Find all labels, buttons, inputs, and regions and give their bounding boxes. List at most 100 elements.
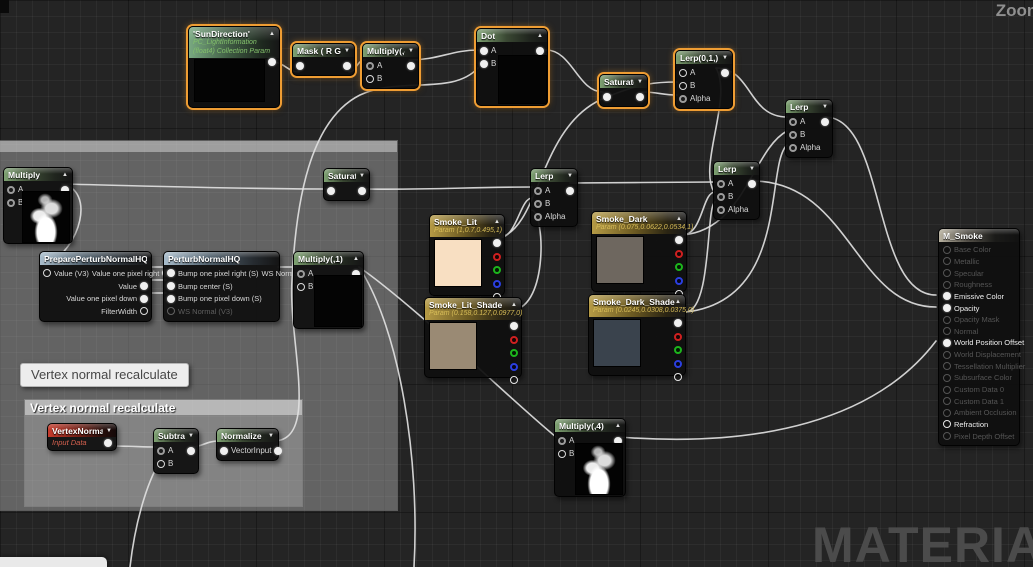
node-title-bar[interactable]: PerturbNormalHQ xyxy=(164,252,279,265)
pin[interactable] xyxy=(943,280,951,289)
pin[interactable] xyxy=(603,92,611,101)
pin[interactable] xyxy=(167,294,175,303)
pin[interactable] xyxy=(674,319,682,327)
comment-inner-header[interactable]: Vertex normal recalculate xyxy=(25,400,302,415)
pin[interactable] xyxy=(7,198,15,207)
pin[interactable] xyxy=(943,350,951,359)
pin[interactable] xyxy=(296,61,304,70)
node-title-bar[interactable]: Normalize▼ xyxy=(217,429,278,442)
pin[interactable] xyxy=(943,245,951,254)
pin[interactable] xyxy=(480,46,488,55)
collapse-arrow-icon[interactable]: ▲ xyxy=(269,31,275,37)
pin[interactable] xyxy=(943,257,951,266)
pin[interactable] xyxy=(558,449,566,458)
pin[interactable] xyxy=(943,432,951,441)
pin[interactable] xyxy=(943,292,951,301)
pin[interactable] xyxy=(748,179,756,188)
pin[interactable] xyxy=(717,205,725,214)
pin[interactable] xyxy=(167,269,175,278)
node-title-bar[interactable]: Lerp▼ xyxy=(531,169,577,182)
node-title-bar[interactable]: Saturate▼ xyxy=(600,75,647,88)
pin[interactable] xyxy=(675,263,683,271)
collapse-arrow-icon[interactable]: ▲ xyxy=(537,32,543,39)
pin[interactable] xyxy=(43,269,51,278)
pin[interactable] xyxy=(943,397,951,406)
pin[interactable] xyxy=(558,436,566,445)
node-title-bar[interactable]: Subtract▼ xyxy=(154,429,198,442)
node-title-bar[interactable]: Multiply(,1)▲ xyxy=(294,252,363,265)
pin[interactable] xyxy=(140,307,148,316)
collapse-arrow-icon[interactable]: ▼ xyxy=(822,103,828,110)
pin[interactable] xyxy=(536,46,544,55)
pin[interactable] xyxy=(510,335,518,344)
pin[interactable] xyxy=(534,199,542,208)
pin[interactable] xyxy=(943,373,951,382)
pin[interactable] xyxy=(343,61,351,70)
pin[interactable] xyxy=(140,294,148,303)
collapse-arrow-icon[interactable]: ▲ xyxy=(511,302,517,308)
pin[interactable] xyxy=(157,459,165,468)
collapse-arrow-icon[interactable]: ▼ xyxy=(268,432,274,439)
pin[interactable] xyxy=(187,446,195,455)
node-title-bar[interactable]: PreparePerturbNormalHQ xyxy=(40,252,151,265)
node-title-bar[interactable]: Mask ( R G B )▼ xyxy=(293,44,354,57)
pin[interactable] xyxy=(943,269,951,278)
collapse-arrow-icon[interactable]: ▲ xyxy=(353,255,359,262)
pin[interactable] xyxy=(821,117,829,126)
pin[interactable] xyxy=(789,143,797,152)
pin[interactable] xyxy=(480,59,488,68)
node-title-bar[interactable]: VertexNormalWS▼ xyxy=(48,424,116,437)
collapse-arrow-icon[interactable]: ▲ xyxy=(494,219,500,225)
subtract[interactable]: Subtract▼AB xyxy=(153,428,199,474)
pin[interactable] xyxy=(366,61,374,70)
collapse-arrow-icon[interactable]: ▼ xyxy=(188,432,194,439)
node-header[interactable]: 'SunDirection'PC_LightInformation(float4… xyxy=(189,27,279,58)
node-title-bar[interactable]: Multiply▲ xyxy=(4,168,72,181)
collapse-arrow-icon[interactable]: ▼ xyxy=(637,78,643,85)
collapse-arrow-icon[interactable]: ▲ xyxy=(676,216,682,222)
pin[interactable] xyxy=(943,420,951,429)
pin[interactable] xyxy=(358,186,366,195)
pin[interactable] xyxy=(268,58,276,66)
multiply-neg1[interactable]: Multiply(,-1)▼AB xyxy=(362,43,419,89)
pin[interactable] xyxy=(157,446,165,455)
pin[interactable] xyxy=(510,362,518,371)
pin[interactable] xyxy=(327,186,335,195)
pin[interactable] xyxy=(679,94,687,103)
node-title-bar[interactable]: Lerp(0,1,)▼ xyxy=(676,51,732,64)
pin[interactable] xyxy=(717,179,725,188)
pin[interactable] xyxy=(943,362,951,371)
pin[interactable] xyxy=(352,269,360,278)
node-title-bar[interactable]: M_Smoke xyxy=(939,229,1019,242)
pin[interactable] xyxy=(674,359,682,368)
pin[interactable] xyxy=(721,68,729,77)
node-title-bar[interactable]: Multiply(,4)▲ xyxy=(555,419,625,432)
node-title-bar[interactable]: Dot▲ xyxy=(477,29,547,42)
pin[interactable] xyxy=(675,249,683,258)
pin[interactable] xyxy=(140,282,148,291)
collapse-arrow-icon[interactable]: ▲ xyxy=(62,171,68,178)
pin[interactable] xyxy=(510,322,518,330)
collapse-arrow-icon[interactable]: ▼ xyxy=(106,427,112,434)
pin[interactable] xyxy=(407,61,415,70)
node-title-bar[interactable]: Lerp▼ xyxy=(786,100,832,113)
collapse-arrow-icon[interactable]: ▼ xyxy=(344,47,350,54)
collapse-arrow-icon[interactable]: ▲ xyxy=(675,299,681,305)
pin[interactable] xyxy=(510,376,518,384)
pin[interactable] xyxy=(534,212,542,221)
collapse-arrow-icon[interactable]: ▼ xyxy=(749,165,755,172)
pin[interactable] xyxy=(943,385,951,394)
